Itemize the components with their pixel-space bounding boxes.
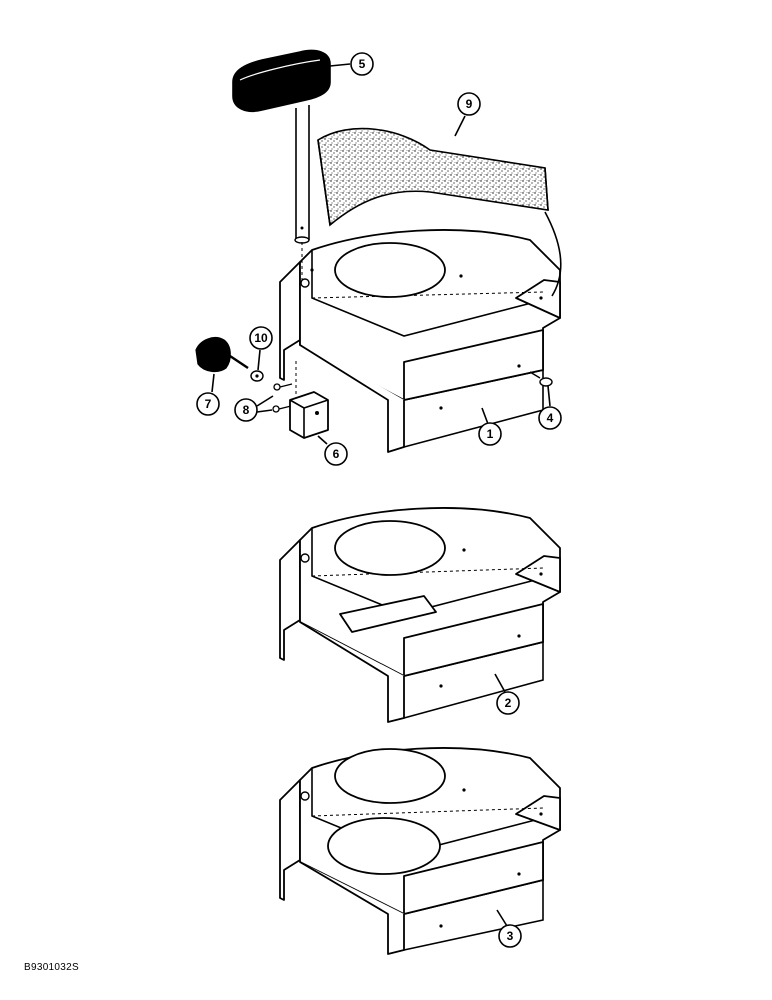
callout-3-label: 3 bbox=[507, 929, 514, 943]
callout-5-label: 5 bbox=[359, 57, 366, 71]
cover-assembly-1 bbox=[279, 229, 561, 453]
bracket-block-6 bbox=[289, 360, 329, 439]
callout-2: 2 bbox=[494, 673, 520, 715]
callout-1-label: 1 bbox=[487, 427, 494, 441]
callout-8: 8 bbox=[234, 395, 274, 422]
callout-8-label: 8 bbox=[243, 403, 250, 417]
washer-10 bbox=[250, 370, 264, 382]
callout-9: 9 bbox=[454, 92, 481, 137]
callout-6: 6 bbox=[317, 435, 348, 466]
callout-3: 3 bbox=[496, 909, 522, 948]
callout-4-label: 4 bbox=[547, 411, 554, 425]
callout-9-label: 9 bbox=[466, 97, 473, 111]
callout-2-label: 2 bbox=[505, 696, 512, 710]
cover-assembly-3 bbox=[279, 747, 561, 955]
screw-4 bbox=[529, 371, 553, 387]
callout-7: 7 bbox=[196, 373, 220, 416]
callout-1: 1 bbox=[478, 407, 502, 446]
callout-10-label: 10 bbox=[254, 331, 268, 345]
handle-knob-5 bbox=[232, 49, 331, 282]
document-id: B9301032S bbox=[24, 962, 79, 973]
callout-10: 10 bbox=[249, 326, 273, 371]
lock-knob-7 bbox=[195, 337, 249, 373]
screws-8 bbox=[272, 383, 293, 413]
callout-6-label: 6 bbox=[333, 447, 340, 461]
cover-assembly-2 bbox=[279, 507, 561, 723]
callout-7-label: 7 bbox=[205, 397, 212, 411]
callout-4: 4 bbox=[538, 385, 562, 430]
callout-5: 5 bbox=[329, 52, 374, 76]
foam-pad-9 bbox=[317, 127, 562, 297]
